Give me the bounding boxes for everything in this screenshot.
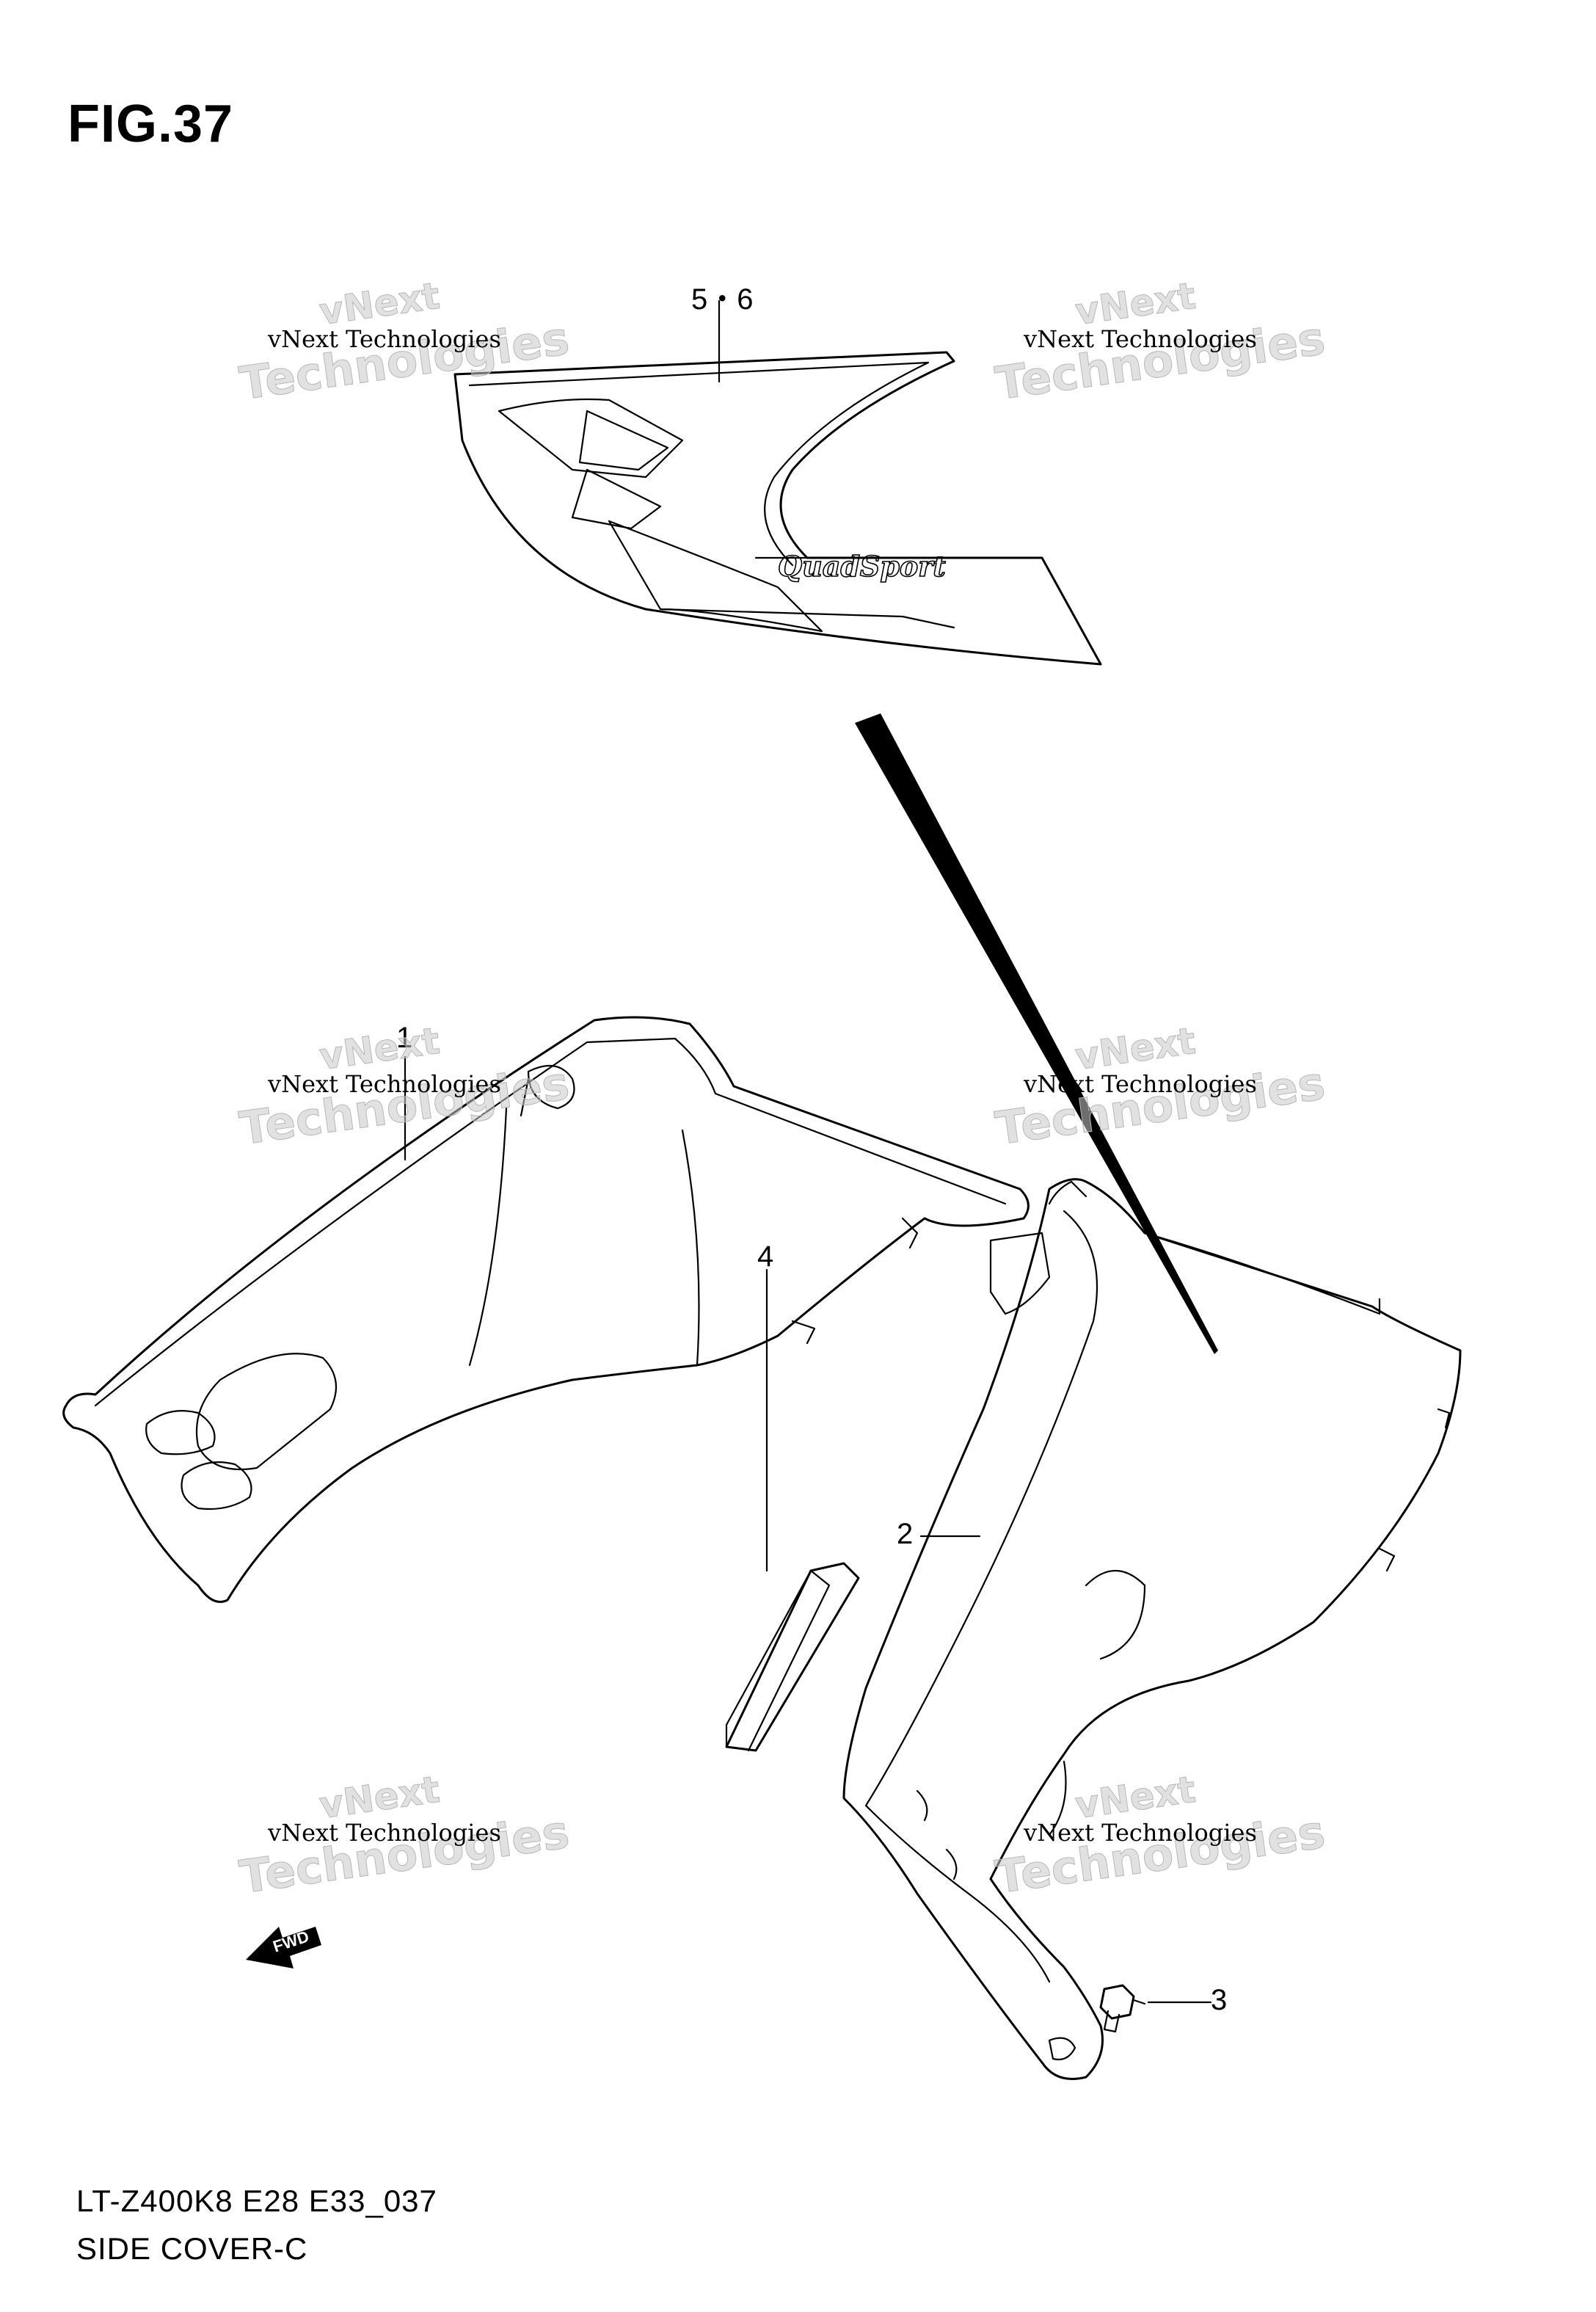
watermark: vNext Technologies vNext Technologies <box>236 274 573 411</box>
callout-2: 2 <box>897 1518 914 1550</box>
part-4-pad <box>725 1562 860 1752</box>
watermark: vNext Technologies vNext Technologies <box>236 1019 573 1156</box>
watermark: vNext Technologies vNext Technologies <box>236 1767 573 1905</box>
forward-arrow: FWD <box>246 1927 321 1969</box>
callout-5-6: 5・6 <box>691 283 754 316</box>
model-code: LT-Z400K8 E28 E33_037 <box>76 2184 437 2218</box>
watermark: vNext Technologies vNext Technologies <box>992 1767 1329 1905</box>
callout-1: 1 <box>396 1022 413 1054</box>
figure-title: FIG.37 <box>68 95 234 153</box>
decal-placement-pointer <box>855 713 1218 1354</box>
part-2-side-cover <box>842 1178 1462 2080</box>
callout-3: 3 <box>1211 1984 1228 2016</box>
watermark: vNext Technologies vNext Technologies <box>992 274 1329 411</box>
section-name: SIDE COVER-C <box>76 2231 308 2266</box>
decal-logo-text: QuadSport <box>778 550 946 583</box>
callout-4: 4 <box>757 1240 774 1273</box>
decal-sticker: QuadSport <box>453 351 1102 666</box>
part-3-clip <box>1099 1984 1146 2033</box>
part-1-inner-cover <box>62 1016 1030 1603</box>
watermark: vNext Technologies vNext Technologies <box>992 1019 1329 1156</box>
